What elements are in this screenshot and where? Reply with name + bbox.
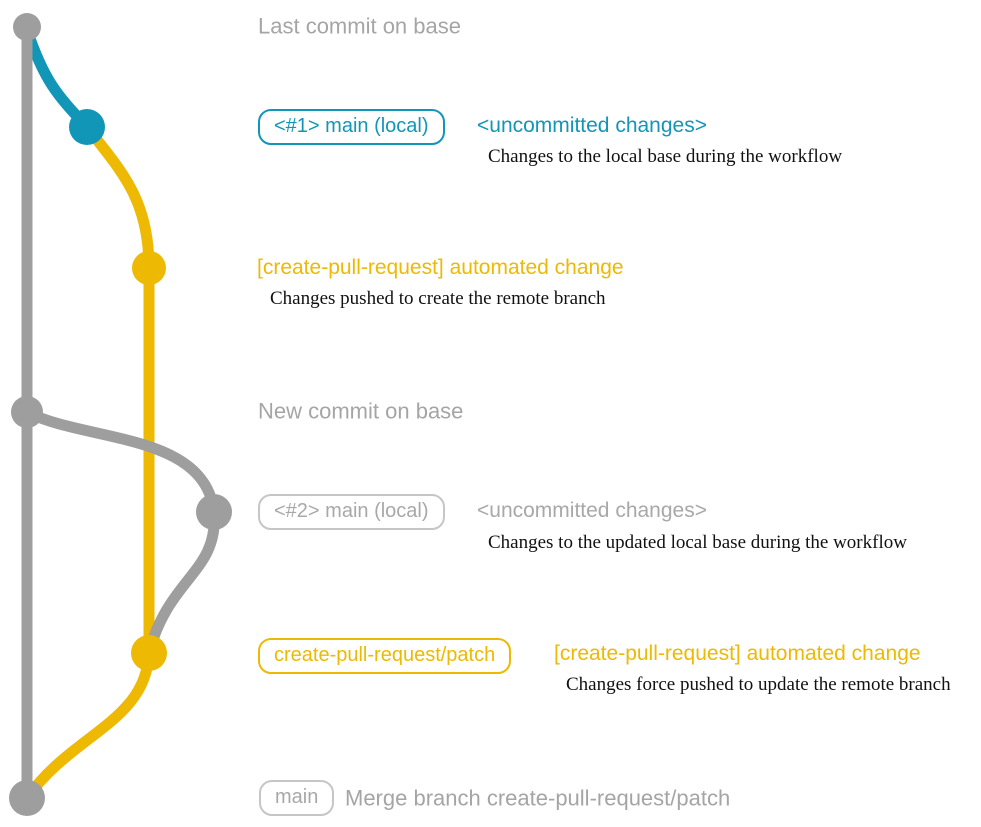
branch-line-main-local-2 (21, 406, 220, 659)
branch-tag-patch: create-pull-request/patch (258, 638, 512, 674)
commit-dot-merge (9, 780, 45, 816)
commit-dot-new-base (11, 396, 43, 428)
commit-message-merge: Merge branch create-pull-request/patch (345, 785, 731, 811)
commit-caption-uncommitted-2: Changes to the updated local base during… (488, 532, 907, 554)
commit-message-automated-1: [create-pull-request] automated change (257, 255, 624, 279)
commit-label-last-base: Last commit on base (258, 13, 461, 39)
commit-caption-uncommitted-1: Changes to the local base during the wor… (488, 146, 843, 168)
commit-caption-automated-1: Changes pushed to create the remote bran… (270, 288, 606, 310)
commit-dot-automated-2 (131, 635, 167, 671)
branch-tag-main-local-1: <#1> main (local) (258, 109, 445, 145)
branch-line-patch-merge (21, 647, 155, 804)
commit-dot-last-base (13, 13, 41, 41)
branch-tag-patch-label: create-pull-request/patch (258, 638, 512, 674)
commit-message-uncommitted-1: <uncommitted changes> (477, 113, 707, 137)
branch-tag-main: main (259, 780, 335, 816)
branch-tag-main-local-2: <#2> main (local) (258, 494, 445, 530)
commit-dot-main-local-2 (196, 494, 232, 530)
branch-tag-main-local-2-label: <#2> main (local) (258, 494, 445, 530)
branch-tag-main-label: main (259, 780, 335, 816)
commit-dot-automated-1 (132, 251, 166, 285)
commit-message-automated-2: [create-pull-request] automated change (554, 641, 921, 665)
branch-line-patch (81, 121, 155, 659)
commit-caption-automated-2: Changes force pushed to update the remot… (566, 674, 951, 696)
branch-tag-main-local-1-label: <#1> main (local) (258, 109, 445, 145)
commit-label-new-base: New commit on base (258, 398, 464, 424)
commit-message-uncommitted-2: <uncommitted changes> (477, 498, 707, 522)
commit-dot-main-local-1 (69, 109, 105, 145)
